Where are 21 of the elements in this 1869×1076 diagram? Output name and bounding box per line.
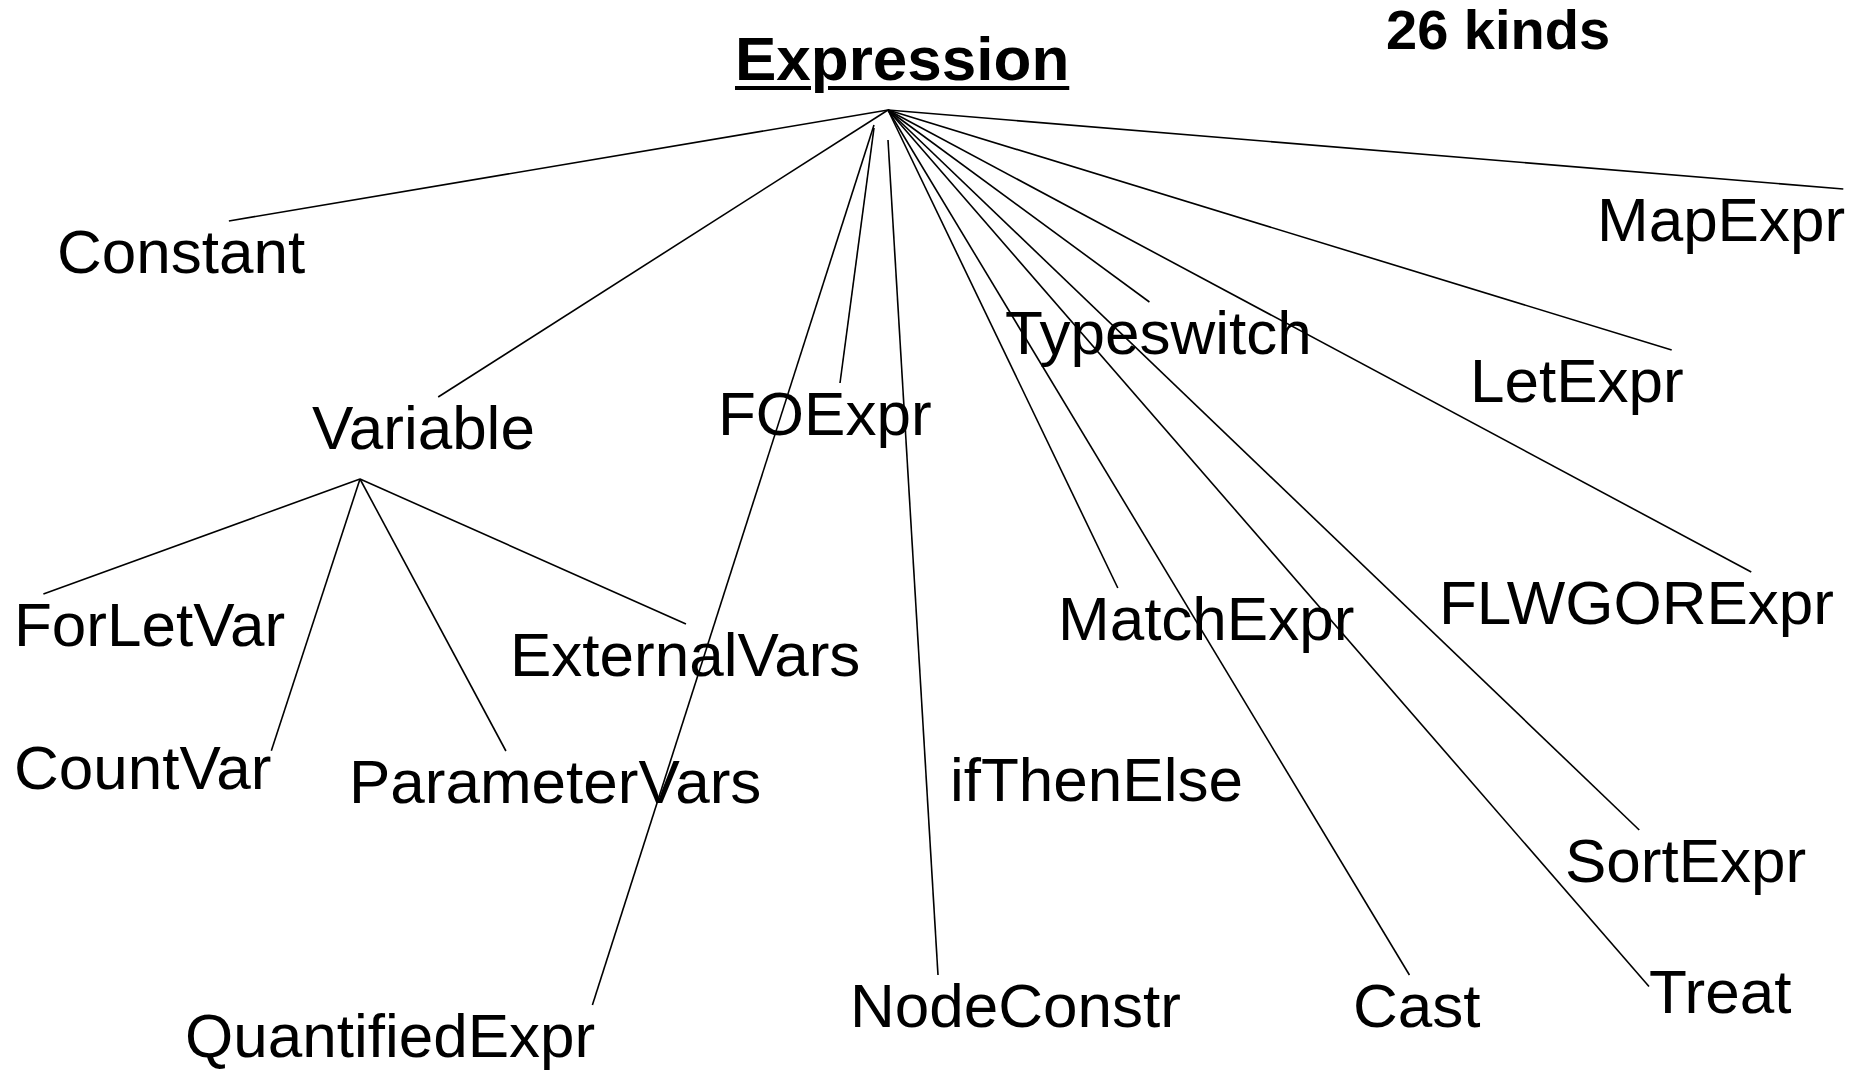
node-label: Cast xyxy=(1353,975,1481,1037)
tree-line xyxy=(591,124,875,1006)
tree-line xyxy=(359,478,687,625)
node-label: Variable xyxy=(312,397,535,459)
tree-line xyxy=(270,478,361,752)
tree-line xyxy=(839,127,875,384)
tree-line xyxy=(228,109,889,222)
tree-line xyxy=(887,109,1845,190)
tree-line xyxy=(887,139,939,976)
tree-line xyxy=(359,478,507,752)
tree-line xyxy=(42,478,361,595)
node-label: Treat xyxy=(1649,961,1792,1023)
tree-line xyxy=(887,109,1119,589)
tree-line xyxy=(887,109,1753,573)
node-label: ForLetVar xyxy=(14,594,286,656)
node-label: ifThenElse xyxy=(950,749,1243,811)
node-label: CountVar xyxy=(14,737,272,799)
node-label: NodeConstr xyxy=(850,975,1181,1037)
node-label: Constant xyxy=(57,221,306,283)
count-note: 26 kinds xyxy=(1386,2,1611,58)
tree-line xyxy=(437,109,889,398)
